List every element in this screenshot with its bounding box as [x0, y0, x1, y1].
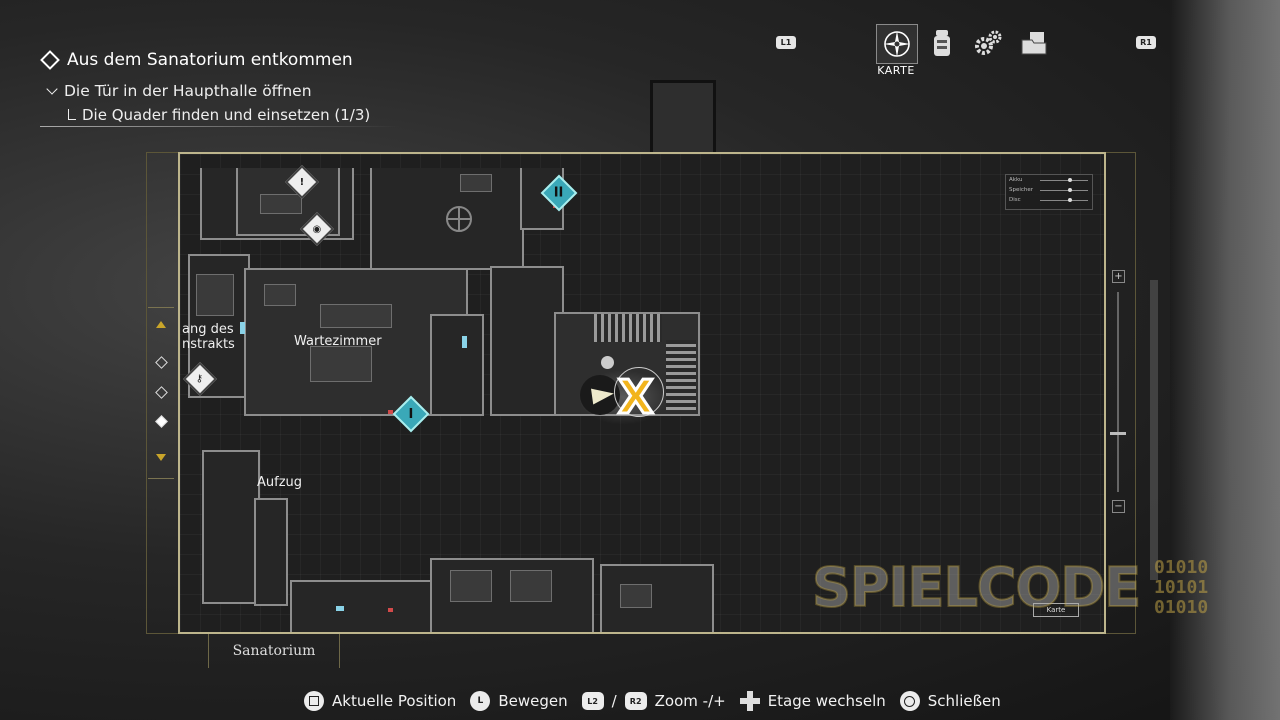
control-move[interactable]: L Bewegen: [470, 691, 568, 711]
background-door-frame: [1150, 280, 1238, 580]
gears-icon: [975, 30, 1002, 55]
tab-inventory[interactable]: [922, 24, 962, 62]
objective-task-text: Die Quader finden und einsetzen (1/3): [82, 106, 371, 124]
control-label: /: [611, 692, 617, 710]
legend-row: Disc: [1006, 195, 1092, 205]
sub-objective: Die Tür in der Haupthalle öffnen: [46, 82, 312, 100]
control-label: Aktuelle Position: [332, 692, 457, 710]
control-zoom[interactable]: R2 Zoom -/+: [624, 692, 726, 710]
background-picture-frame: [650, 80, 716, 156]
area-name: Sanatorium: [208, 634, 340, 668]
control-zoom-l2[interactable]: L2 /: [581, 692, 617, 710]
circle-button-icon: [899, 691, 920, 711]
door-unlocked-icon: [336, 606, 344, 611]
tab-settings[interactable]: [968, 24, 1008, 62]
zoom-slider-knob[interactable]: [1110, 432, 1126, 435]
zoom-slider-track[interactable]: [1117, 292, 1119, 492]
r1-bumper-icon[interactable]: R1: [1136, 36, 1156, 49]
floor-selector: [148, 307, 174, 479]
control-label: Bewegen: [498, 692, 568, 710]
chevron-down-icon: [46, 83, 58, 95]
floor-up-icon[interactable]: [156, 321, 166, 328]
tab-files[interactable]: [1014, 24, 1054, 62]
watermark-binary: 01010 10101 01010: [1154, 557, 1209, 618]
map-room-elevator: [202, 450, 260, 604]
control-label: Etage wechseln: [767, 692, 886, 710]
r2-button-icon: R2: [624, 692, 647, 710]
map-room: [430, 314, 484, 416]
control-close[interactable]: Schließen: [899, 691, 1001, 711]
tree-branch-icon: [68, 109, 76, 120]
main-objective-text: Aus dem Sanatorium entkommen: [67, 50, 353, 70]
floor-down-icon[interactable]: [156, 454, 166, 461]
square-button-icon: [304, 691, 324, 711]
item-dot-icon[interactable]: [601, 356, 614, 369]
fan-icon: [446, 206, 472, 232]
map-furniture: [310, 346, 372, 382]
objective-task: Die Quader finden und einsetzen (1/3): [68, 106, 370, 124]
legend-row: Speicher: [1006, 185, 1092, 195]
map-corridor: [490, 266, 564, 416]
objective-x-marker-icon[interactable]: X: [616, 370, 655, 424]
door-unlocked-icon: [462, 336, 467, 348]
objective-panel: Aus dem Sanatorium entkommen Die Tür in …: [40, 50, 400, 127]
karte-button[interactable]: Karte: [1033, 603, 1079, 617]
map-canvas[interactable]: Akku Speicher Disc: [178, 152, 1106, 634]
compass-icon: [884, 31, 910, 57]
map-furniture: [320, 304, 392, 328]
map-legend: Akku Speicher Disc: [1005, 174, 1093, 210]
watermark-text: SPIELCODE: [811, 555, 1142, 620]
l2-button-icon: L2: [581, 692, 604, 710]
map-room: [290, 580, 434, 632]
tab-map-label: KARTE: [877, 64, 915, 77]
tab-map[interactable]: [876, 24, 918, 64]
map-furniture: [260, 194, 302, 214]
map-furniture: [196, 274, 234, 316]
background-window-light: [1170, 0, 1280, 720]
door-locked-icon: [388, 410, 393, 414]
control-label: Zoom -/+: [654, 692, 726, 710]
zoom-out-icon[interactable]: −: [1112, 500, 1125, 513]
main-objective: Aus dem Sanatorium entkommen: [40, 50, 353, 70]
objective-divider: [40, 126, 400, 127]
legend-row: Akku: [1006, 175, 1092, 185]
player-position-bg: [580, 375, 620, 415]
map-label-waiting-room: Wartezimmer: [294, 334, 382, 349]
map-room: [254, 498, 288, 606]
map-label-elevator: Aufzug: [257, 475, 303, 490]
map-furniture: [264, 284, 296, 306]
dpad-icon: [739, 691, 760, 711]
map-stairs: [594, 314, 662, 342]
door-unlocked-icon: [240, 322, 245, 334]
inventory-icon: [934, 30, 950, 56]
map-furniture: [460, 174, 492, 192]
watermark-logo: SPIELCODE 01010 10101 01010: [808, 554, 1222, 624]
controls-bar: Aktuelle Position L Bewegen L2 / R2 Zoom…: [304, 688, 1015, 714]
map-furniture: [510, 570, 552, 602]
map-furniture: [450, 570, 492, 602]
map-room: [600, 564, 714, 632]
door-locked-icon: [388, 608, 393, 612]
sub-objective-text: Die Tür in der Haupthalle öffnen: [64, 82, 312, 100]
target-ring-icon: [614, 367, 664, 417]
player-arrow-icon: [590, 385, 616, 405]
objective-diamond-icon: [40, 50, 60, 70]
control-label: Schließen: [927, 692, 1001, 710]
l1-bumper-icon[interactable]: L1: [776, 36, 796, 49]
left-stick-icon: L: [470, 691, 491, 711]
map-stairs: [666, 340, 696, 410]
files-icon: [1021, 32, 1047, 55]
control-change-floor[interactable]: Etage wechseln: [739, 691, 886, 711]
control-current-position[interactable]: Aktuelle Position: [304, 691, 456, 711]
zoom-in-icon[interactable]: +: [1112, 270, 1125, 283]
map-furniture: [620, 584, 652, 608]
